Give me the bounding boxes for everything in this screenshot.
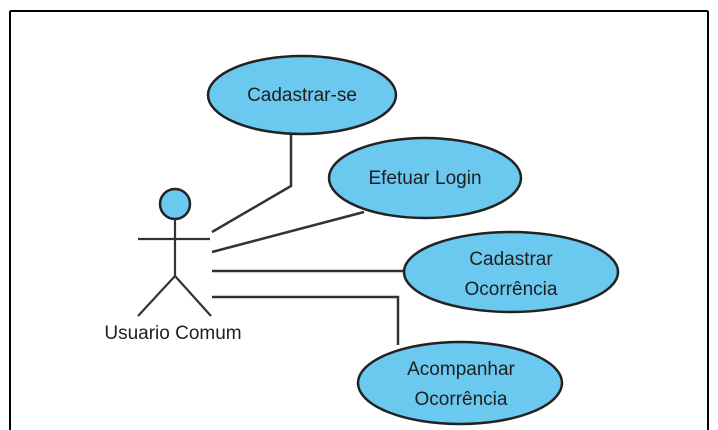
use-case-label: Efetuar Login [368, 168, 481, 189]
actor[interactable]: Usuario Comum [104, 187, 242, 344]
use-case-ellipse [327, 136, 523, 220]
use-case-cadastrar-se[interactable]: Cadastrar-se [206, 54, 398, 136]
association-efetuar-login [211, 210, 365, 254]
association-acompanhar-ocorrencia [212, 295, 400, 345]
use-case-label: Cadastrar-se [247, 85, 357, 106]
use-case-label-line-1: Cadastrar [469, 249, 553, 270]
actor-head [158, 187, 192, 221]
use-case-acompanhar-ocorrencia[interactable]: Acompanhar Ocorrência [356, 340, 564, 426]
association-lines [211, 132, 404, 345]
use-case-label-line-1: Acompanhar [407, 359, 515, 380]
use-case-cadastrar-ocorrencia[interactable]: Cadastrar Ocorrência [402, 230, 620, 314]
stick-figure-actor-icon [137, 187, 212, 317]
use-case-efetuar-login[interactable]: Efetuar Login [327, 136, 523, 220]
actor-left-leg [137, 275, 176, 317]
use-case-ellipse [356, 340, 564, 426]
association-cadastrar-se [211, 132, 293, 234]
use-case-label-line-2: Ocorrência [465, 279, 558, 300]
diagram-frame [9, 10, 709, 430]
use-case-label-line-2: Ocorrência [415, 389, 508, 410]
use-case-ellipse [206, 54, 398, 136]
use-case-ellipse [402, 230, 620, 314]
actor-right-leg [174, 275, 212, 317]
actor-label: Usuario Comum [104, 323, 241, 344]
